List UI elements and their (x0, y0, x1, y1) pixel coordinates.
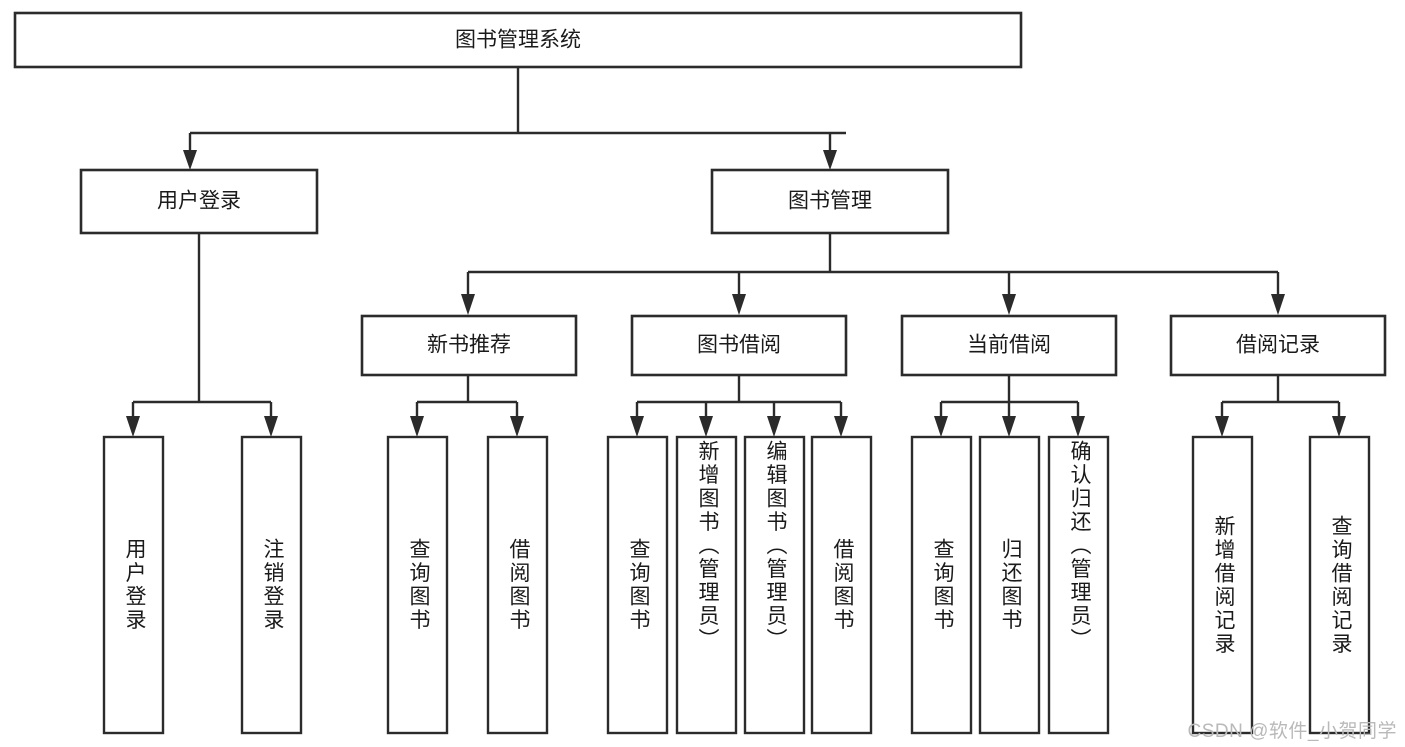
node-new-book-recommend[interactable]: 新书推荐 (360, 314, 578, 377)
node-new-book-recommend-label: 新书推荐 (427, 334, 511, 357)
node-book-borrow[interactable]: 图书借阅 (630, 314, 848, 377)
leaf-box-query-book-1[interactable] (386, 435, 449, 735)
leaf-box-query-book-2[interactable] (606, 435, 669, 735)
node-current-borrow[interactable]: 当前借阅 (900, 314, 1118, 377)
node-user-login[interactable]: 用户登录 (79, 168, 319, 235)
leaf-box-confirm-return[interactable] (1047, 435, 1110, 735)
leaf-box-logout-login[interactable] (240, 435, 303, 735)
leaf-box-borrow-book-2[interactable] (810, 435, 873, 735)
leaf-box-borrow-book-1[interactable] (486, 435, 549, 735)
node-root-system[interactable]: 图书管理系统 (13, 11, 1023, 69)
connector-borrowrecord-to-leaves (1215, 375, 1346, 437)
node-book-management[interactable]: 图书管理 (710, 168, 950, 235)
node-book-management-label: 图书管理 (788, 190, 872, 213)
leaf-box-add-book[interactable] (675, 435, 738, 735)
node-root-system-label: 图书管理系统 (455, 29, 581, 52)
connector-root-to-level2 (183, 67, 846, 170)
leaf-box-edit-book[interactable] (743, 435, 806, 735)
node-borrow-record[interactable]: 借阅记录 (1169, 314, 1387, 377)
connector-userlogin-to-leaves (126, 233, 278, 437)
connector-newbook-to-leaves (410, 375, 524, 437)
node-book-borrow-label: 图书借阅 (697, 334, 781, 357)
leaf-box-add-record[interactable] (1191, 435, 1254, 735)
leaf-box-return-book[interactable] (978, 435, 1041, 735)
leaf-box-query-book-3[interactable] (910, 435, 973, 735)
watermark-text: CSDN @软件_小贺同学 (1187, 721, 1397, 742)
connector-bookmgmt-to-level3 (461, 233, 1285, 315)
connector-bookborrow-to-leaves (630, 375, 848, 437)
node-current-borrow-label: 当前借阅 (967, 334, 1051, 357)
leaf-box-user-login[interactable] (102, 435, 165, 735)
leaf-box-query-record[interactable] (1308, 435, 1371, 735)
node-user-login-label: 用户登录 (157, 190, 241, 213)
node-borrow-record-label: 借阅记录 (1236, 334, 1320, 357)
connector-currentborrow-to-leaves (934, 375, 1085, 437)
leaf-boxes (102, 435, 1371, 735)
